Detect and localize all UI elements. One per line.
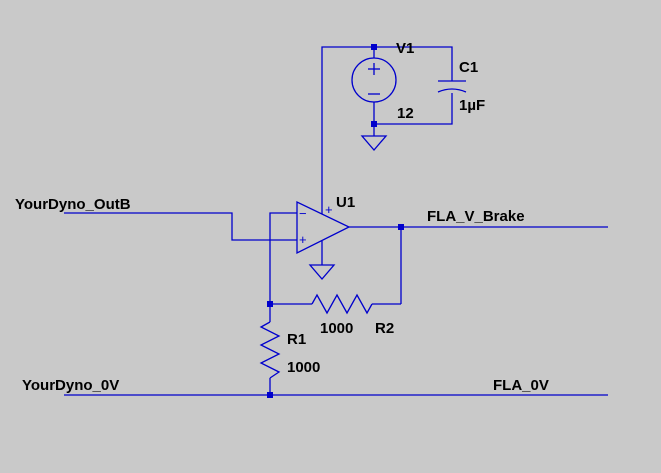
net-label-ground: YourDyno_0V (22, 377, 119, 394)
labels: V1 12 C1 1µF U1 1000 R2 R1 1000 YourDyno… (15, 40, 549, 394)
ground-triangle-v1 (360, 135, 388, 151)
ground-triangle-u1 (308, 264, 336, 280)
label-c1-value: 1µF (459, 97, 485, 114)
net-label-input: YourDyno_OutB (15, 196, 131, 213)
opamp-pin-plus: + (299, 232, 307, 247)
label-r1-ref: R1 (287, 331, 306, 348)
label-r2-value: 1000 (320, 320, 353, 337)
wires (64, 46, 608, 396)
junctions (267, 44, 404, 398)
net-label-output: FLA_V_Brake (427, 208, 525, 225)
junction-v1-bottom (371, 121, 377, 127)
opamp-pin-vplus: + (325, 202, 333, 217)
wire-feedback-minus (269, 212, 280, 304)
junction-output (398, 224, 404, 230)
junction-feedback (267, 301, 273, 307)
voltage-source-body (351, 57, 397, 103)
capacitor-plate-bottom (437, 88, 467, 93)
net-label-return: FLA_0V (493, 377, 549, 394)
opamp-pin-minus: − (299, 206, 307, 221)
wire-v1-top (321, 46, 453, 196)
label-r2-ref: R2 (375, 320, 394, 337)
resistor-r1-zigzag (259, 321, 281, 379)
label-r1-value: 1000 (287, 359, 320, 376)
ground-symbol-v1 (360, 135, 388, 151)
label-v1-value: 12 (397, 105, 414, 122)
wire-input (64, 212, 280, 241)
opamp-body (296, 200, 351, 255)
label-u1-ref: U1 (336, 194, 355, 211)
wire-v1-bottom (373, 93, 453, 125)
capacitor-c1 (437, 58, 467, 93)
label-c1-ref: C1 (459, 59, 478, 76)
opamp-u1: − + + (280, 196, 351, 256)
resistor-r1 (259, 321, 281, 379)
label-v1-ref: V1 (396, 40, 414, 57)
resistor-r2-zigzag (311, 293, 373, 315)
junction-v1-top (371, 44, 377, 50)
resistor-r2 (311, 293, 373, 315)
junction-ground (267, 392, 273, 398)
ground-symbol-u1 (308, 264, 336, 280)
voltage-source-v1 (351, 57, 397, 103)
